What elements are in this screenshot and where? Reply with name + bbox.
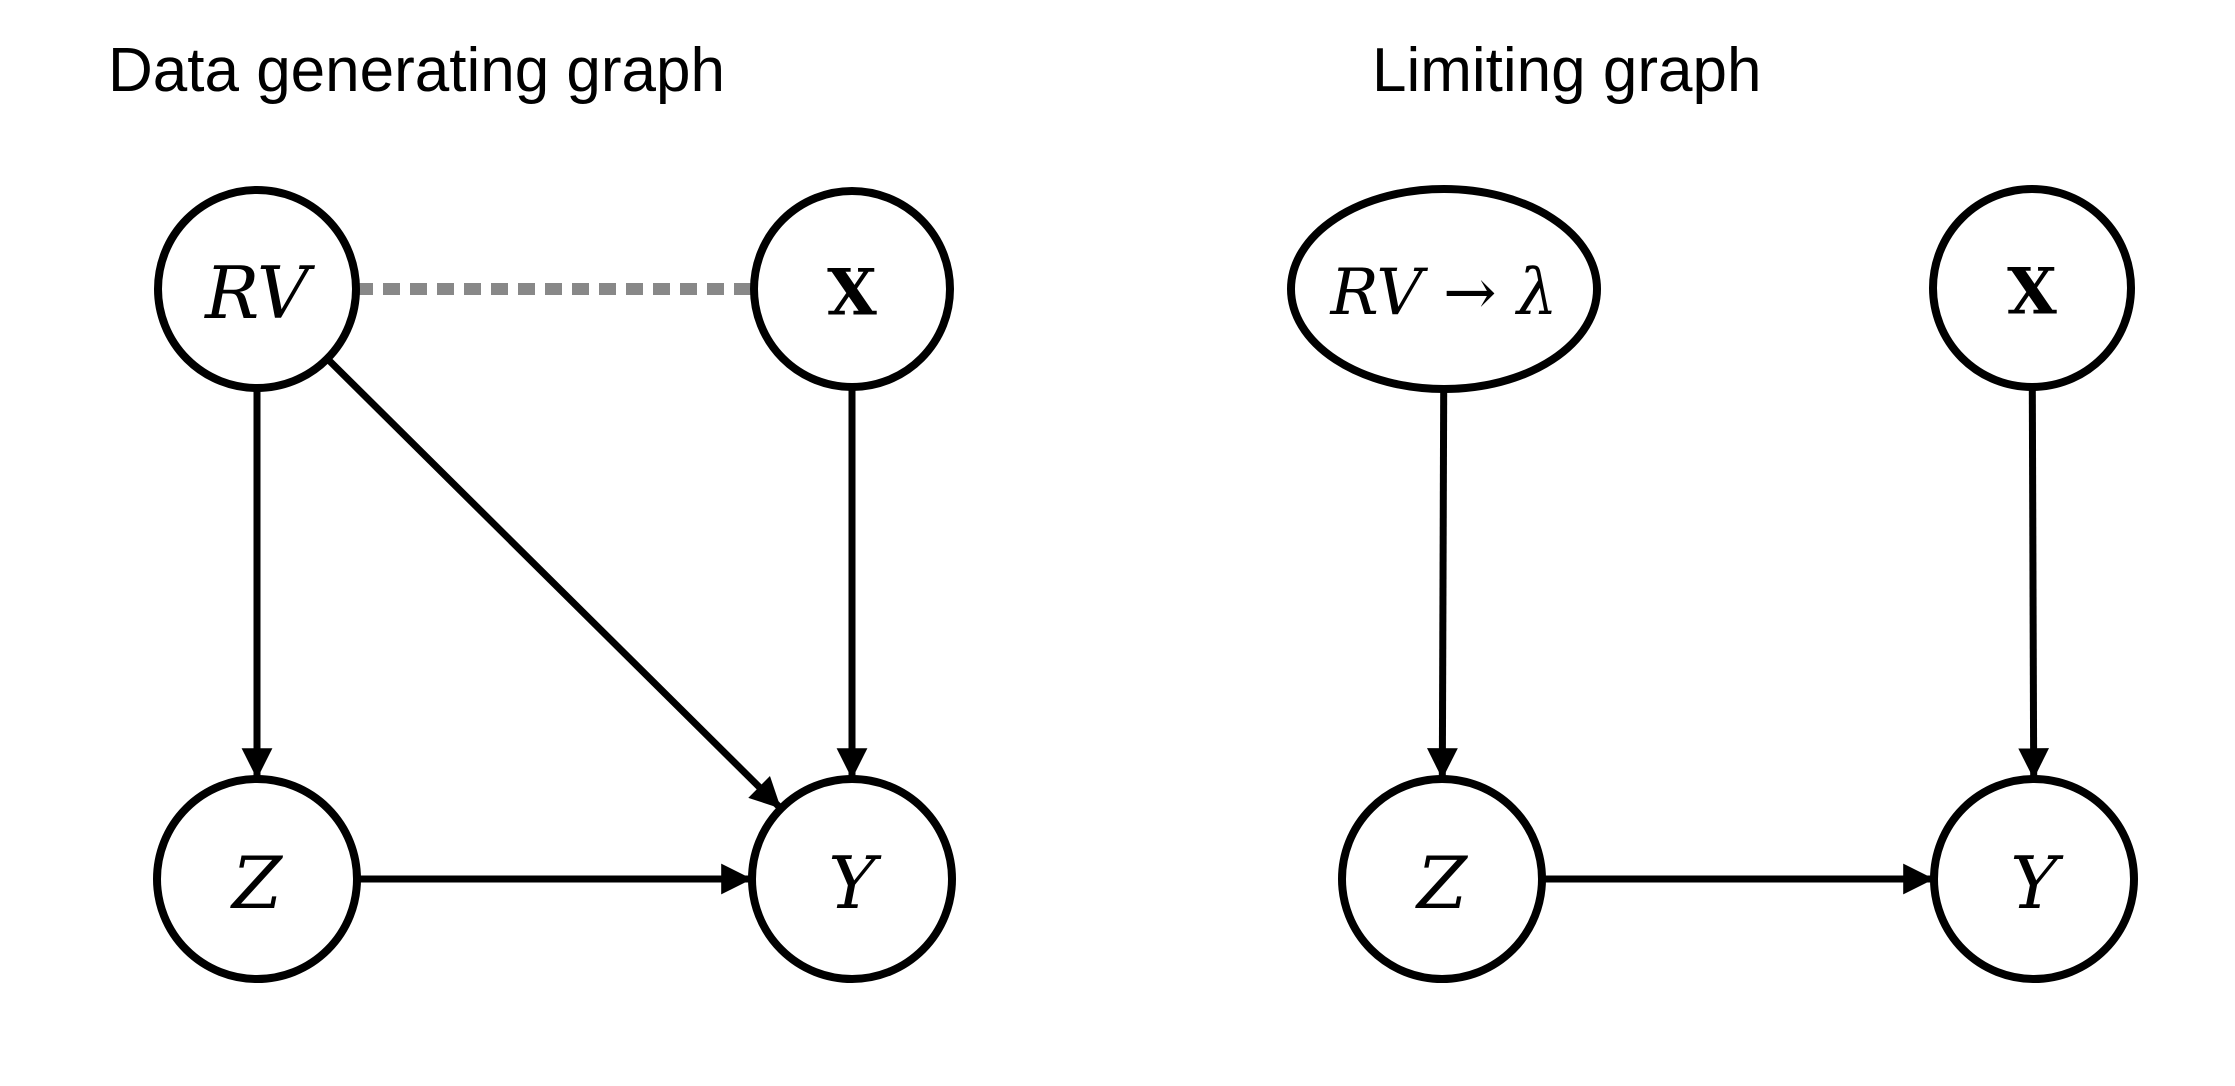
node-label-limiting-graph-Z: Z xyxy=(1415,841,1469,925)
node-data-generating-graph-Y xyxy=(748,775,956,983)
node-label-limiting-graph-X: X xyxy=(2007,255,2057,330)
left-graph-title: Data generating graph xyxy=(108,36,726,105)
edge-X-Y xyxy=(2018,386,2049,780)
node-limiting-graph-Z xyxy=(1338,775,1546,983)
node-limiting-graph-Y xyxy=(1930,775,2138,983)
nodes-layer: RV X Z Y RV → λ X Z Y xyxy=(153,185,2138,983)
node-limiting-graph-RVlambda xyxy=(1287,185,1601,393)
node-label-limiting-graph-Y: Y xyxy=(2010,841,2064,925)
edge-RV-Y xyxy=(324,356,784,812)
edges-layer xyxy=(241,283,2049,895)
right-graph-title: Limiting graph xyxy=(1372,36,1762,105)
node-data-generating-graph-RV xyxy=(154,186,360,392)
node-limiting-graph-X xyxy=(1929,185,2135,391)
node-label-data-generating-graph-Y: Y xyxy=(828,841,882,925)
edge-RVlambda-Z xyxy=(1427,388,1458,780)
node-data-generating-graph-X xyxy=(750,187,954,391)
node-label-limiting-graph-RVlambda: RV → λ xyxy=(1330,256,1558,330)
node-label-data-generating-graph-RV: RV xyxy=(203,251,316,335)
node-data-generating-graph-Z xyxy=(153,775,361,983)
node-label-data-generating-graph-Z: Z xyxy=(230,841,284,925)
node-label-data-generating-graph-X: X xyxy=(827,256,877,331)
